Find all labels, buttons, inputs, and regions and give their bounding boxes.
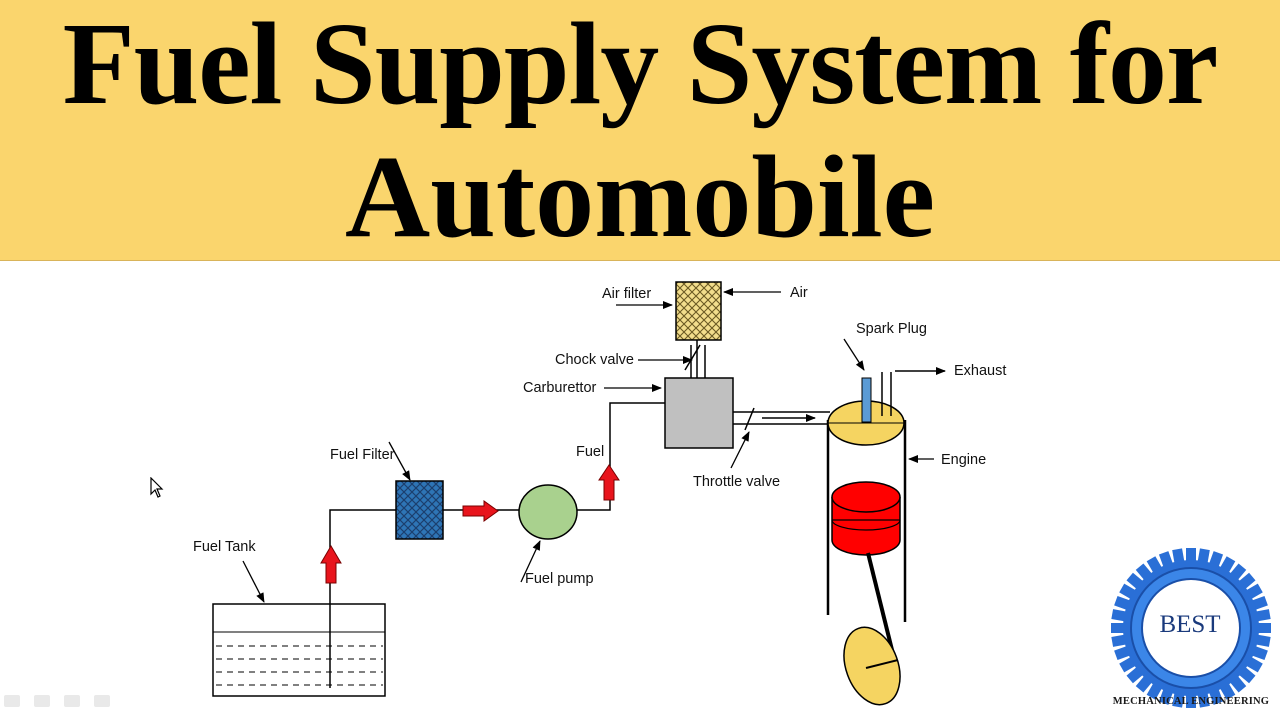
exhaust-pipe	[881, 367, 946, 416]
fuel-pump	[518, 484, 578, 540]
best-logo-gear	[1111, 548, 1271, 708]
mouse-cursor-icon	[150, 477, 164, 498]
label-fuel: Fuel	[576, 444, 605, 460]
logo-subtitle: MECHANICAL ENGINEERING	[1112, 696, 1270, 707]
engine-cylinder	[826, 400, 907, 622]
air-filter	[675, 281, 722, 341]
title-banner: Fuel Supply System for Automobile	[0, 0, 1280, 261]
diagram-drawing	[212, 281, 946, 706]
intake-pipe	[733, 407, 830, 431]
logo-text: BEST	[1159, 611, 1221, 638]
gear-tooth	[1111, 623, 1127, 633]
label-spark-plug: Spark Plug	[856, 321, 927, 337]
spark-plug	[861, 377, 872, 423]
title-line-1: Fuel Supply System for	[62, 0, 1219, 129]
label-fuel-filter: Fuel Filter	[330, 447, 395, 463]
piston	[831, 481, 901, 556]
slide-controls	[4, 694, 124, 712]
gear-tooth	[1186, 692, 1196, 708]
fuel-tank	[212, 603, 386, 697]
gear-tooth	[1255, 623, 1271, 633]
pen-icon[interactable]	[34, 695, 50, 707]
label-pointers	[242, 288, 934, 603]
label-air-filter: Air filter	[602, 286, 652, 302]
label-fuel-tank: Fuel Tank	[193, 539, 256, 555]
flow-arrow-up-pump	[598, 464, 620, 501]
label-carburettor: Carburettor	[523, 380, 597, 396]
label-exhaust: Exhaust	[954, 363, 1007, 379]
menu-icon[interactable]	[64, 695, 80, 707]
label-air: Air	[790, 285, 808, 301]
slide-prev-icon[interactable]	[4, 695, 20, 707]
label-throttle-valve: Throttle valve	[693, 474, 781, 490]
gear-tooth	[1186, 548, 1196, 564]
carburettor	[664, 377, 734, 449]
slide-next-icon[interactable]	[94, 695, 110, 707]
label-chock-valve: Chock valve	[555, 352, 634, 368]
fuel-pipe	[329, 345, 706, 688]
fuel-system-diagram: Air filter Air Chock valve Carburettor S…	[0, 261, 1280, 720]
label-engine: Engine	[941, 452, 987, 468]
fuel-filter	[395, 480, 444, 540]
flow-arrow-up-tank	[320, 545, 342, 584]
label-fuel-pump: Fuel pump	[525, 571, 594, 587]
flow-arrow-right-filter	[462, 500, 499, 522]
title-line-2: Automobile	[345, 131, 935, 262]
